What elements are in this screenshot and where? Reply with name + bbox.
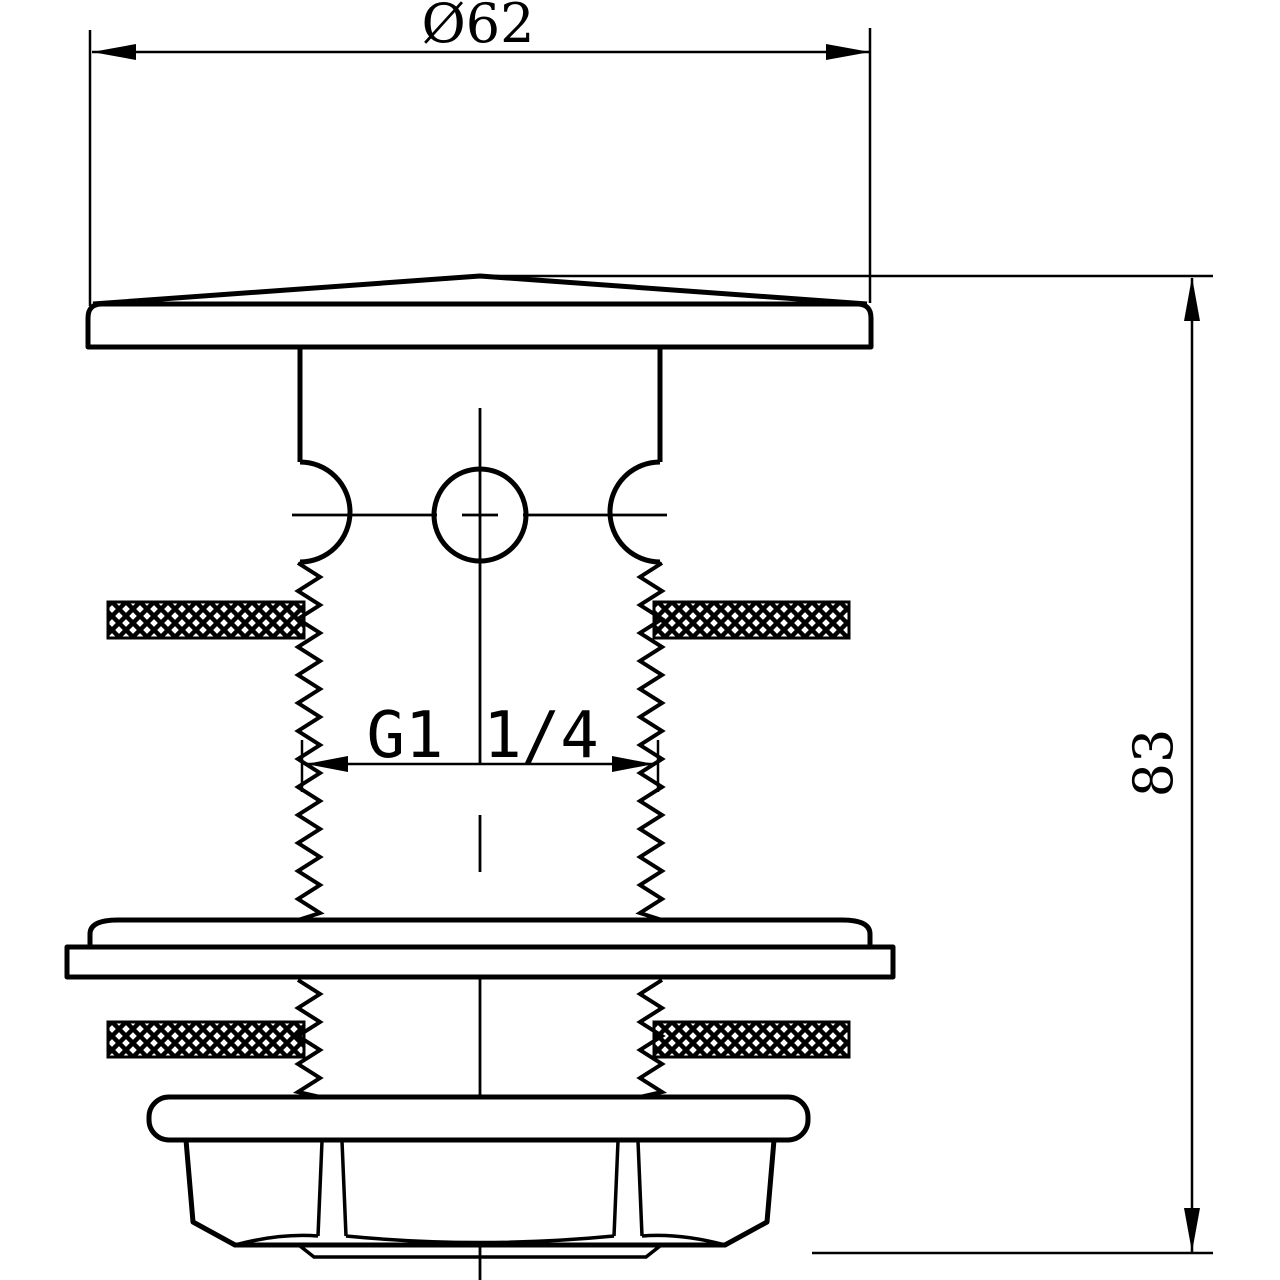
stem-upper (297, 347, 663, 565)
flange (64, 917, 896, 980)
thread-upper-left (294, 561, 325, 922)
washers (106, 600, 851, 1059)
dim-height (484, 274, 1213, 1255)
thread-lower-right (636, 978, 668, 1099)
locknut-bottom-lip (298, 1244, 662, 1259)
dim-thread (300, 740, 660, 792)
overflow-notch-right (607, 459, 661, 565)
hex-facet-lines (234, 1140, 726, 1259)
locknut-band (146, 1094, 811, 1143)
flange-plate (64, 944, 896, 980)
dim-height-label: 83 (1122, 729, 1185, 798)
washer-upper-right (652, 600, 851, 640)
dim-thread-label-quarter: 1/4 (483, 699, 599, 773)
dim-diameter-label: Ø62 (422, 0, 535, 55)
cap-band (85, 301, 874, 350)
cap-top-outline (92, 273, 868, 307)
threads (292, 561, 668, 1099)
thread-upper-right (635, 561, 666, 922)
locknut-hex-body (183, 1137, 777, 1248)
dim-diameter (88, 28, 872, 306)
cap (85, 273, 874, 350)
arrowhead-left-icon (306, 756, 348, 772)
washer-lower-right (652, 1020, 851, 1059)
overflow-notch-left (299, 459, 353, 565)
arrowhead-up-icon (1184, 277, 1200, 321)
hex-facet-line (612, 1140, 620, 1237)
arrowhead-right-icon (826, 44, 870, 60)
hex-facet-line (636, 1140, 644, 1237)
hex-chamfer-arc-right (641, 1233, 726, 1247)
hex-facet-line (340, 1140, 348, 1237)
washer-upper-left (106, 600, 306, 640)
arrowhead-left-icon (92, 44, 136, 60)
washer-lower-left (106, 1020, 306, 1059)
flange-dome (87, 917, 873, 947)
hex-chamfer-arc-center (345, 1234, 615, 1245)
dim-thread-label-g1: G1 (366, 699, 443, 773)
thread-lower-left (292, 978, 324, 1099)
arrowhead-right-icon (612, 756, 654, 772)
hex-facet-line (316, 1140, 324, 1237)
arrowhead-down-icon (1184, 1208, 1200, 1252)
locknut (146, 1094, 811, 1259)
hex-chamfer-arc-left (234, 1233, 319, 1247)
